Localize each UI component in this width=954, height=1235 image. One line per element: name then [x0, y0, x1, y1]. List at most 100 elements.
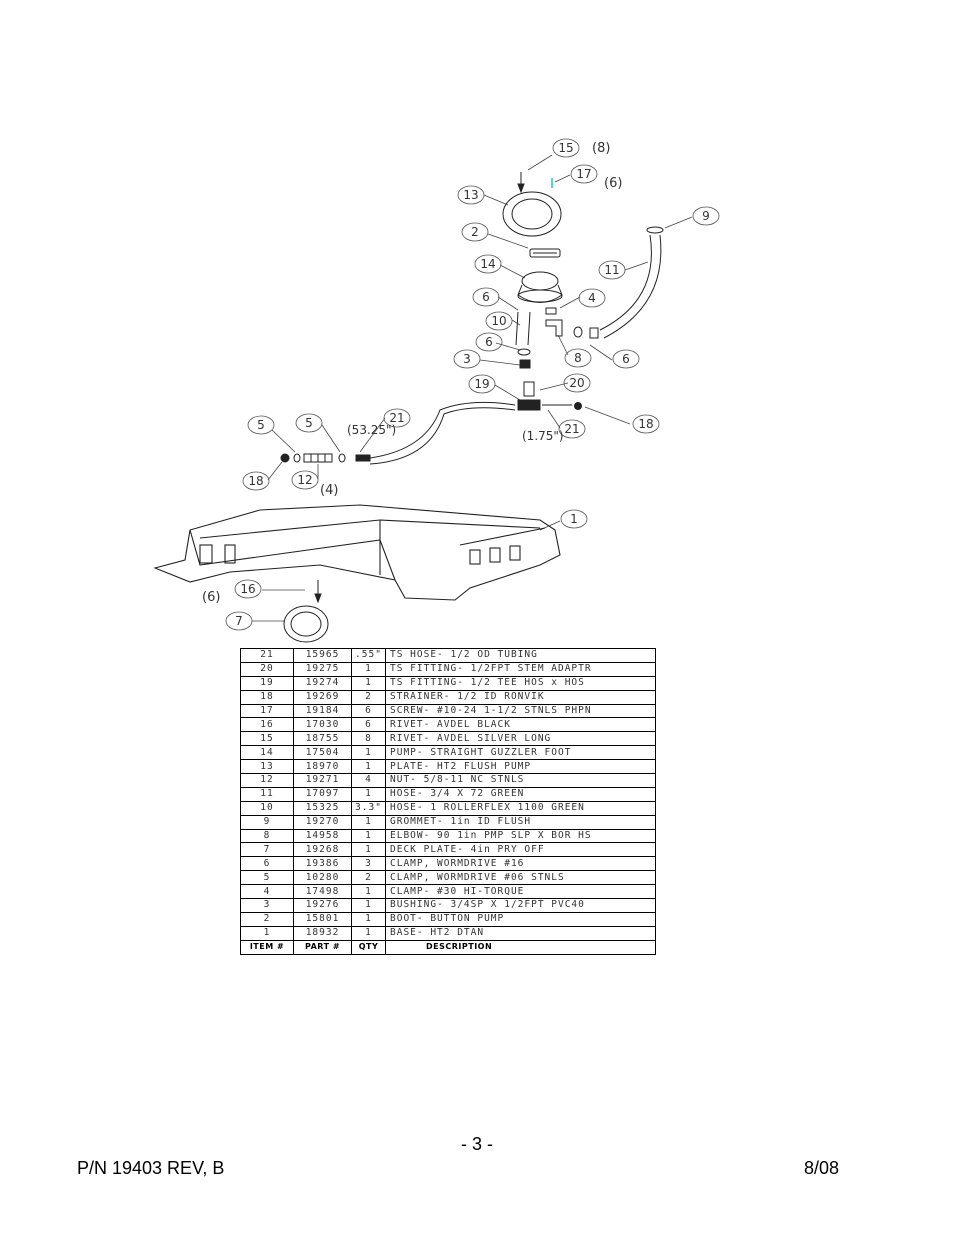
item-number-cell: 20	[240, 661, 294, 677]
callout-2: 2	[471, 225, 479, 239]
part-header: PART #	[293, 939, 352, 955]
item-number-cell: 21	[240, 648, 294, 663]
dimension-1-75: (1.75")	[522, 429, 564, 443]
qty-note-8: (8)	[592, 141, 610, 156]
item-number-cell: 3	[240, 898, 294, 913]
callout-18-b: 18	[638, 417, 653, 431]
quantity-cell: 2	[351, 870, 386, 886]
part-number-cell: 14958	[293, 828, 352, 844]
quantity-cell: 1	[351, 884, 386, 900]
callout-8: 8	[574, 351, 582, 365]
document-date: 8/08	[803, 1158, 839, 1178]
description-cell: STRAINER- 1/2 ID RONVIK	[385, 689, 656, 705]
item-header: ITEM #	[240, 939, 294, 955]
description-cell: BUSHING- 3/4SP X 1/2FPT PVC40	[385, 898, 656, 913]
callout-21-a: 21	[389, 411, 404, 425]
description-cell: PUMP- STRAIGHT GUZZLER FOOT	[385, 745, 656, 761]
callout-bubbles	[225, 138, 720, 631]
callout-13: 13	[463, 188, 478, 202]
callout-18-a: 18	[248, 474, 263, 488]
description-cell: BOOT- BUTTON PUMP	[385, 911, 656, 927]
hose-10	[515, 311, 531, 346]
fittings-left	[280, 453, 371, 463]
part-number-cell: 17097	[293, 786, 352, 802]
flush-plate-13	[502, 191, 562, 237]
item-number-cell: 15	[240, 731, 294, 747]
part-number-cell: 15965	[293, 648, 352, 663]
quantity-cell: .55"	[351, 648, 386, 663]
part-number-cell: 19276	[293, 898, 352, 913]
quantity-cell: 3.3"	[351, 800, 386, 816]
callout-6-b: 6	[485, 335, 493, 349]
part-number-cell: 15801	[293, 911, 352, 927]
quantity-cell: 1	[351, 814, 386, 830]
callout-20: 20	[569, 376, 584, 390]
part-number-cell: 17030	[293, 717, 352, 733]
elbow-8	[545, 319, 563, 337]
base-1	[153, 504, 561, 601]
item-number-cell: 1	[240, 925, 294, 941]
item-number-cell: 4	[240, 884, 294, 900]
quantity-cell: 3	[351, 856, 386, 872]
rivet-16	[314, 580, 322, 604]
callout-3: 3	[463, 352, 471, 366]
description-cell: RIVET- AVDEL SILVER LONG	[385, 731, 656, 747]
part-number-cell: 19386	[293, 856, 352, 872]
description-cell: TS FITTING- 1/2FPT STEM ADAPTR	[385, 661, 656, 677]
item-number-cell: 12	[240, 773, 294, 788]
item-number-cell: 18	[240, 689, 294, 705]
callout-15: 15	[558, 141, 573, 155]
callout-1: 1	[570, 512, 578, 526]
callout-4: 4	[588, 291, 596, 305]
item-number-cell: 11	[240, 786, 294, 802]
rivet-15	[517, 172, 525, 194]
callout-6-c: 6	[622, 352, 630, 366]
part-number-cell: 19269	[293, 689, 352, 705]
part-number-cell: 19274	[293, 675, 352, 691]
callout-5-b: 5	[305, 416, 313, 430]
item-number-cell: 6	[240, 856, 294, 872]
item-number-cell: 14	[240, 745, 294, 761]
quantity-cell: 6	[351, 717, 386, 733]
description-cell: ELBOW- 90 1in PMP SLP X BOR HS	[385, 828, 656, 844]
description-cell: NUT- 5/8-11 NC STNLS	[385, 773, 656, 788]
description-cell: GROMMET- 1in ID FLUSH	[385, 814, 656, 830]
item-number-cell: 13	[240, 759, 294, 775]
callout-17: 17	[576, 167, 591, 181]
quantity-cell: 1	[351, 925, 386, 941]
callout-12: 12	[297, 473, 312, 487]
bushing-3	[519, 359, 531, 369]
quantity-cell: 1	[351, 842, 386, 858]
part-number-cell: 19270	[293, 814, 352, 830]
description-cell: CLAMP, WORMDRIVE #06 STNLS	[385, 870, 656, 886]
item-number-cell: 5	[240, 870, 294, 886]
quantity-cell: 1	[351, 898, 386, 913]
qty-note-6-b: (6)	[202, 590, 220, 605]
quantity-cell: 2	[351, 689, 386, 705]
strainer-18-right	[574, 402, 582, 410]
item-number-cell: 9	[240, 814, 294, 830]
quantity-cell: 1	[351, 661, 386, 677]
item-number-cell: 8	[240, 828, 294, 844]
part-number-cell: 19268	[293, 842, 352, 858]
part-number-cell: 10280	[293, 870, 352, 886]
quantity-cell: 1	[351, 911, 386, 927]
item-number-cell: 16	[240, 717, 294, 733]
quantity-cell: 1	[351, 745, 386, 761]
part-number-cell: 19275	[293, 661, 352, 677]
item-number-cell: 2	[240, 911, 294, 927]
